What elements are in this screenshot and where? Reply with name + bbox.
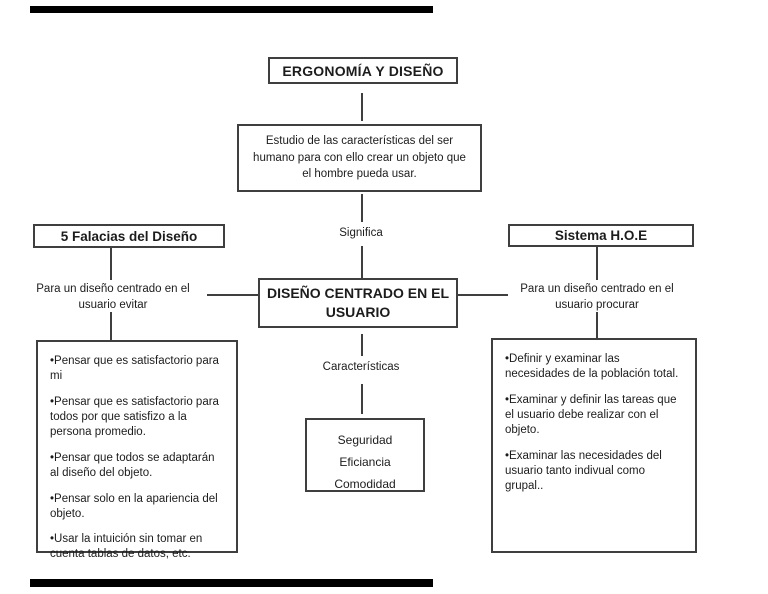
- connector-title-to-definition: [361, 93, 363, 121]
- connector-center-to-right: [458, 294, 508, 296]
- definition-text: Estudio de las características del ser h…: [253, 134, 466, 181]
- title-box: ERGONOMÍA Y DISEÑO: [268, 57, 458, 84]
- right-list-item: •Examinar y definir las tareas que el us…: [505, 393, 677, 436]
- feature-item: Comodidad: [334, 477, 396, 491]
- next-slide-edge-bar: [30, 579, 433, 587]
- center-box-text: DISEÑO CENTRADO EN EL USUARIO: [266, 285, 449, 320]
- connector-definition-to-significa: [361, 194, 363, 222]
- feature-item: Seguridad: [337, 433, 393, 447]
- definition-box: Estudio de las características del ser h…: [237, 124, 482, 192]
- right-list-item: •Examinar las necesidades del usuario ta…: [505, 449, 662, 492]
- left-list-item: •Pensar que es satisfactorio para mi: [50, 355, 219, 382]
- left-list-item: •Pensar solo en la apariencia del objeto…: [50, 492, 218, 520]
- title-text: ERGONOMÍA Y DISEÑO: [282, 62, 444, 79]
- connector-significa-to-center: [361, 246, 363, 278]
- left-list-item: •Pensar que todos se adaptarán al diseño…: [50, 451, 215, 479]
- connector-center-to-caracteristicas: [361, 334, 363, 356]
- right-header-box: Sistema H.O.E: [508, 224, 694, 247]
- connector-left-to-center: [207, 294, 258, 296]
- connector-caracteristicas-to-features: [361, 384, 363, 414]
- left-list-item: •Usar la intuición sin tomar en cuenta t…: [50, 533, 203, 561]
- left-header-text: 5 Falacias del Diseño: [60, 228, 198, 244]
- right-list-box: •Definir y examinar las necesidades de l…: [491, 338, 697, 553]
- connector-right-subtitle-to-list: [596, 312, 598, 338]
- left-list-box: •Pensar que es satisfactorio para mi •Pe…: [36, 340, 238, 560]
- connector-left-subtitle-to-list: [110, 312, 112, 340]
- right-header-text: Sistema H.O.E: [554, 228, 648, 243]
- significa-label: Significa: [339, 227, 383, 239]
- right-list-item: •Definir y examinar las necesidades de l…: [505, 353, 679, 380]
- previous-slide-edge-bar: [30, 6, 433, 13]
- right-subtitle-label: Para un diseño centrado en el usuario pr…: [520, 283, 674, 311]
- connector-right-header-to-subtitle: [596, 247, 598, 280]
- left-list-item: •Pensar que es satisfactorio para todos …: [50, 395, 219, 438]
- left-subtitle-label: Para un diseño centrado en el usuario ev…: [36, 283, 190, 311]
- caracteristicas-label: Características: [322, 361, 400, 373]
- left-header-box: 5 Falacias del Diseño: [33, 224, 225, 248]
- feature-item: Eficiancia: [339, 455, 391, 469]
- center-box: DISEÑO CENTRADO EN EL USUARIO: [258, 278, 458, 328]
- features-box: Seguridad Eficiancia Comodidad: [305, 418, 425, 492]
- connector-left-header-to-subtitle: [110, 248, 112, 280]
